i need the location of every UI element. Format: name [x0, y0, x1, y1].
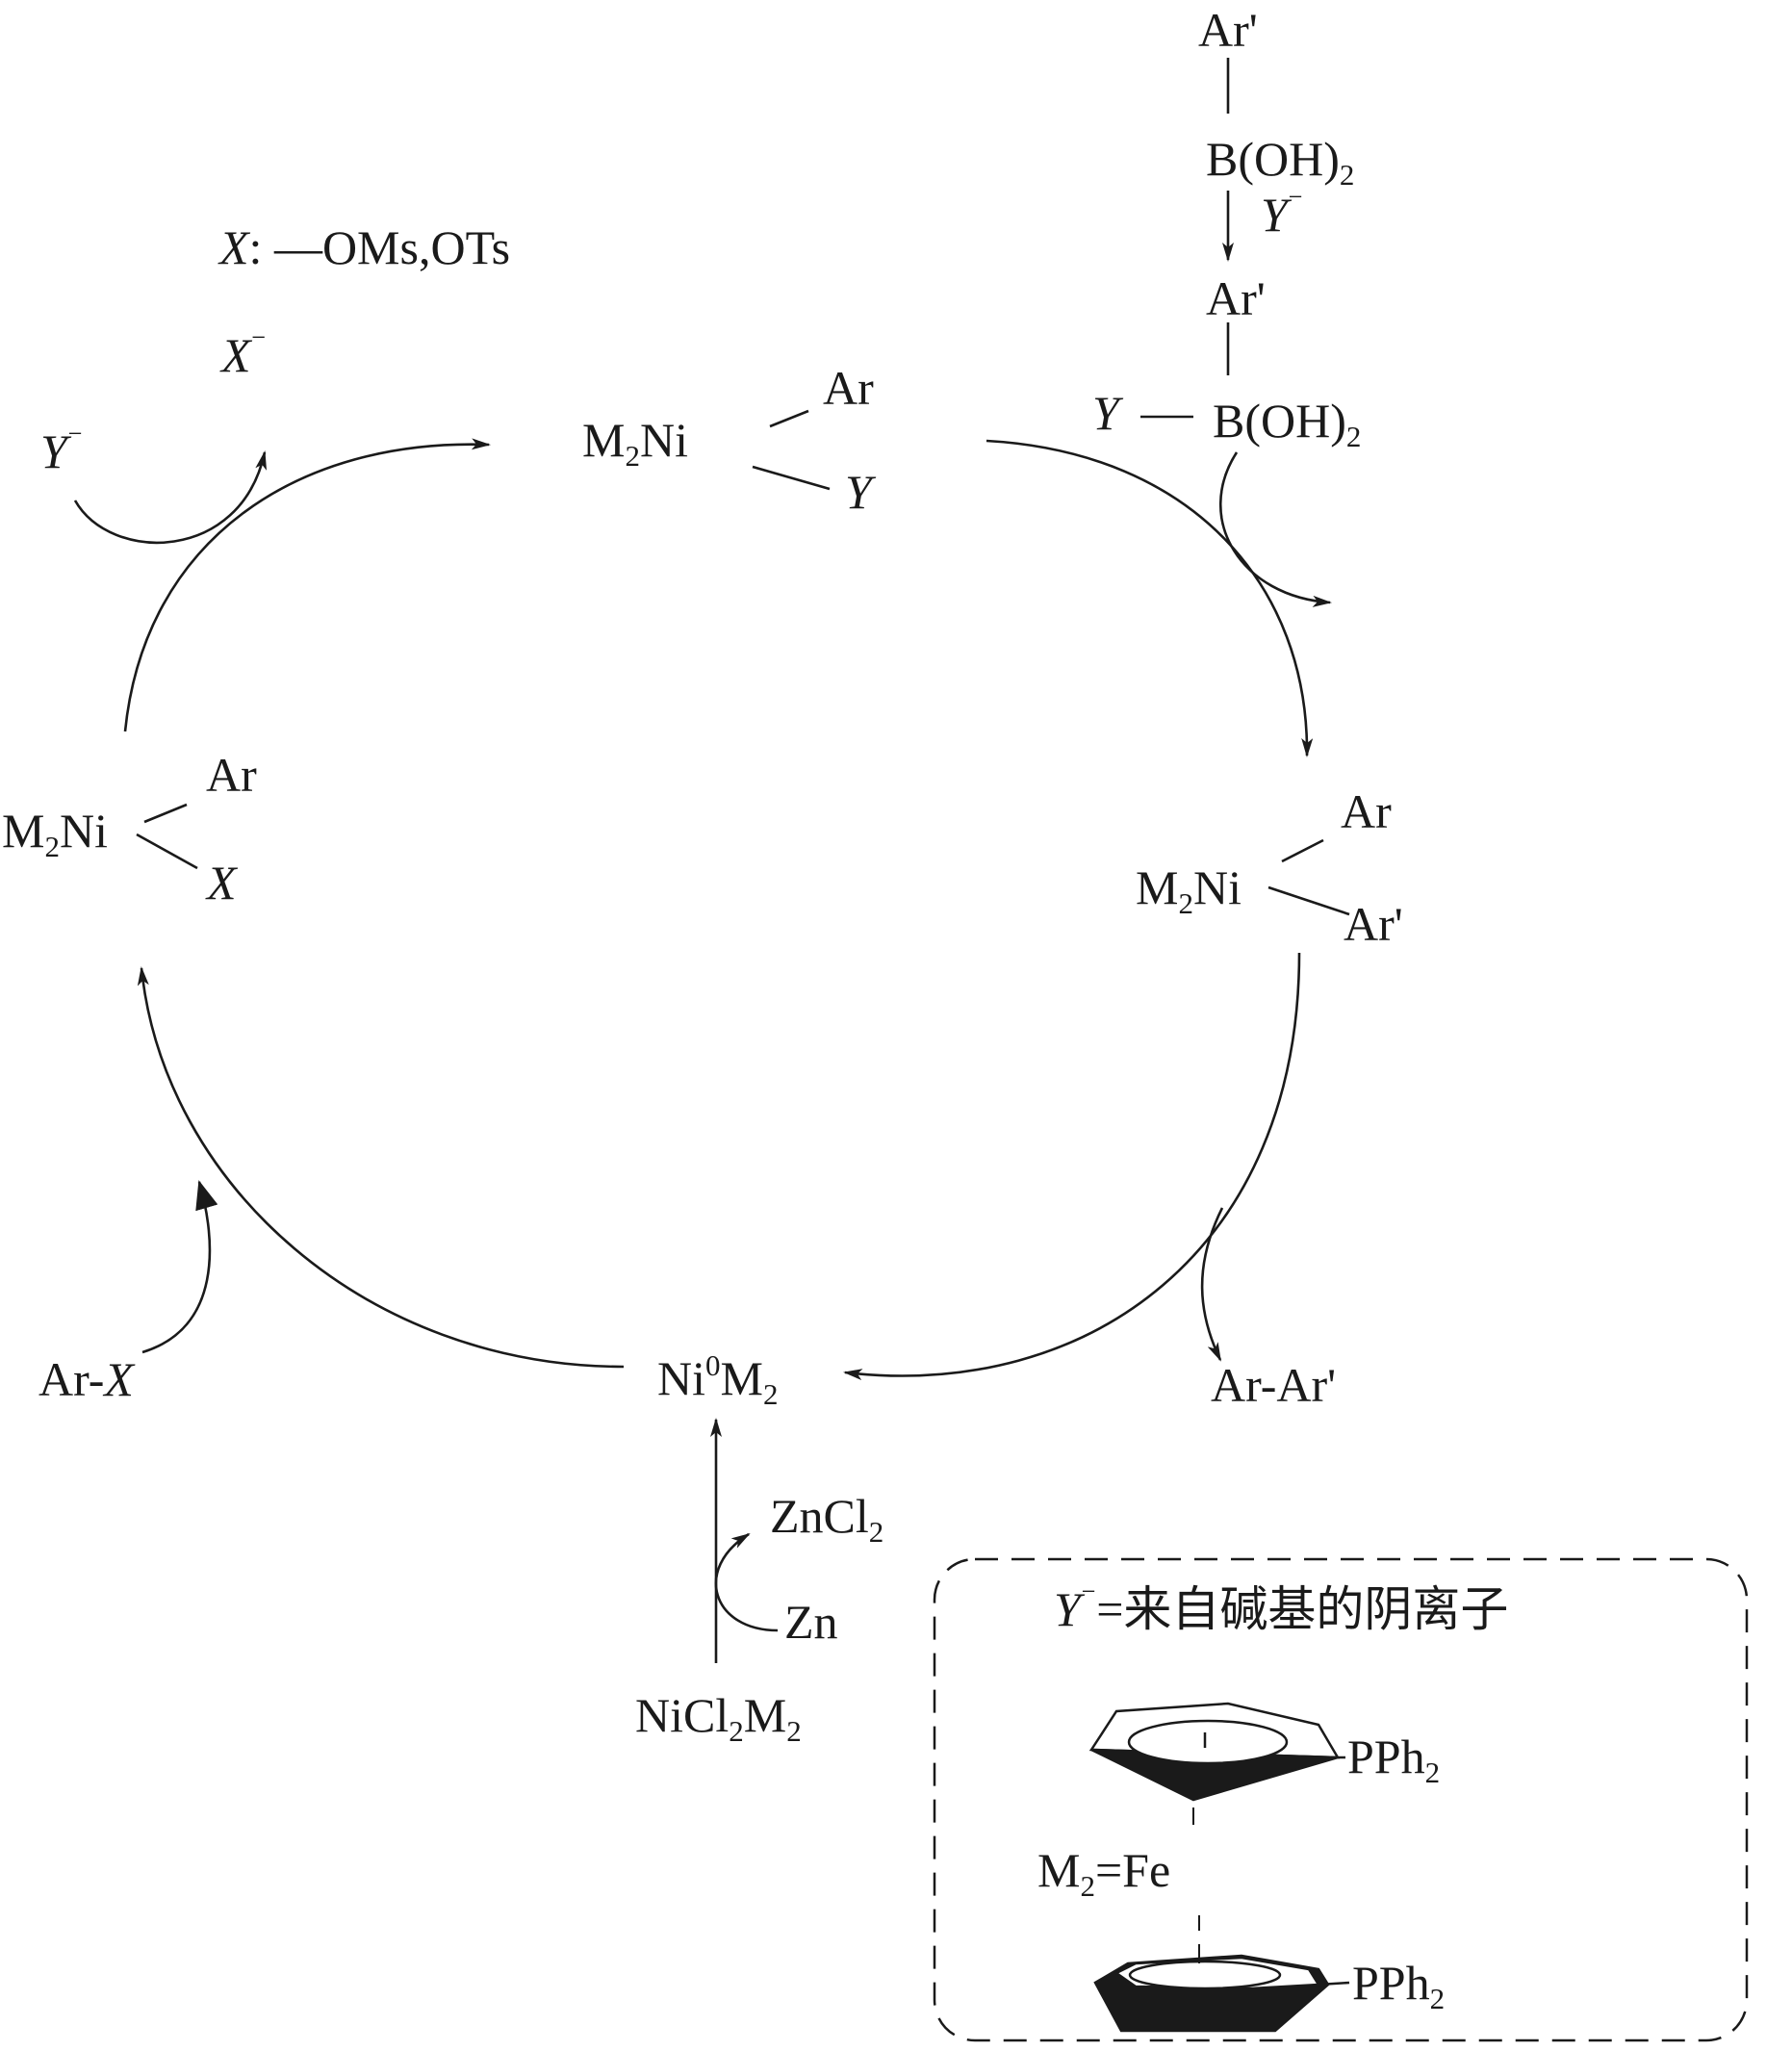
complex-ni-ar-y: M2Ni — [582, 413, 688, 473]
boronate-y: Y — [1092, 386, 1119, 440]
complex-ni-ar-arprime-arprime: Ar' — [1344, 897, 1403, 951]
zinc: Zn — [784, 1595, 838, 1649]
arrow-anion-exchange — [73, 450, 268, 545]
bond-lines — [136, 58, 1350, 916]
boronic-acid-top: B(OH)2 — [1206, 132, 1355, 192]
complex-ni-ar-x-ar: Ar — [206, 748, 257, 802]
complex-ni-ar-arprime-ar: Ar — [1341, 784, 1392, 838]
catalyst-ni0: Ni0M2 — [657, 1348, 779, 1411]
arrow-oxidative-addition — [137, 966, 625, 1369]
arrow-transmetalation — [986, 439, 1314, 757]
ar-prime-activated: Ar' — [1206, 271, 1266, 325]
zinc-chloride: ZnCl2 — [770, 1489, 884, 1549]
complex-ni-ar-arprime: M2Ni — [1136, 860, 1242, 920]
arrow-zinc-reduction — [714, 1532, 779, 1632]
x-definition: X: —OMs,OTs — [219, 220, 511, 274]
complex-ni-ar-y-ar: Ar — [823, 361, 874, 415]
ferrocene-structure — [1088, 1702, 1350, 2033]
product-ar-arprime: Ar-Ar' — [1211, 1358, 1337, 1412]
base-anion-top: Y⁻ — [1261, 185, 1304, 242]
precatalyst: NiCl2M2 — [635, 1688, 802, 1748]
legend-y-definition: Y⁻=来自碱基的阴离子 — [1054, 1579, 1509, 1636]
complex-ni-ar-x-x: X — [207, 856, 237, 910]
complex-ni-ar-y-y: Y — [845, 465, 872, 519]
boronate-b: B(OH)2 — [1213, 394, 1362, 453]
arrow-transmetalation-in — [123, 438, 491, 732]
arrow-reductive-elimination — [843, 952, 1301, 1381]
y-anion-left: Y⁻ — [40, 422, 84, 478]
arrow-product-release — [1200, 1207, 1224, 1362]
legend-pph2-top: PPh2 — [1347, 1730, 1441, 1789]
x-anion: X⁻ — [221, 325, 267, 382]
complex-ni-ar-x: M2Ni — [2, 804, 108, 863]
substrate-ar-x: Ar-X — [38, 1352, 134, 1406]
arrow-boronate-exit — [1219, 451, 1332, 607]
ar-prime-top: Ar' — [1198, 3, 1258, 57]
legend-m2-fe: M2=Fe — [1037, 1843, 1171, 1903]
legend-box — [933, 1557, 1749, 2042]
legend-pph2-bottom: PPh2 — [1352, 1956, 1446, 2015]
arrow-substrate-entry — [141, 1180, 218, 1354]
